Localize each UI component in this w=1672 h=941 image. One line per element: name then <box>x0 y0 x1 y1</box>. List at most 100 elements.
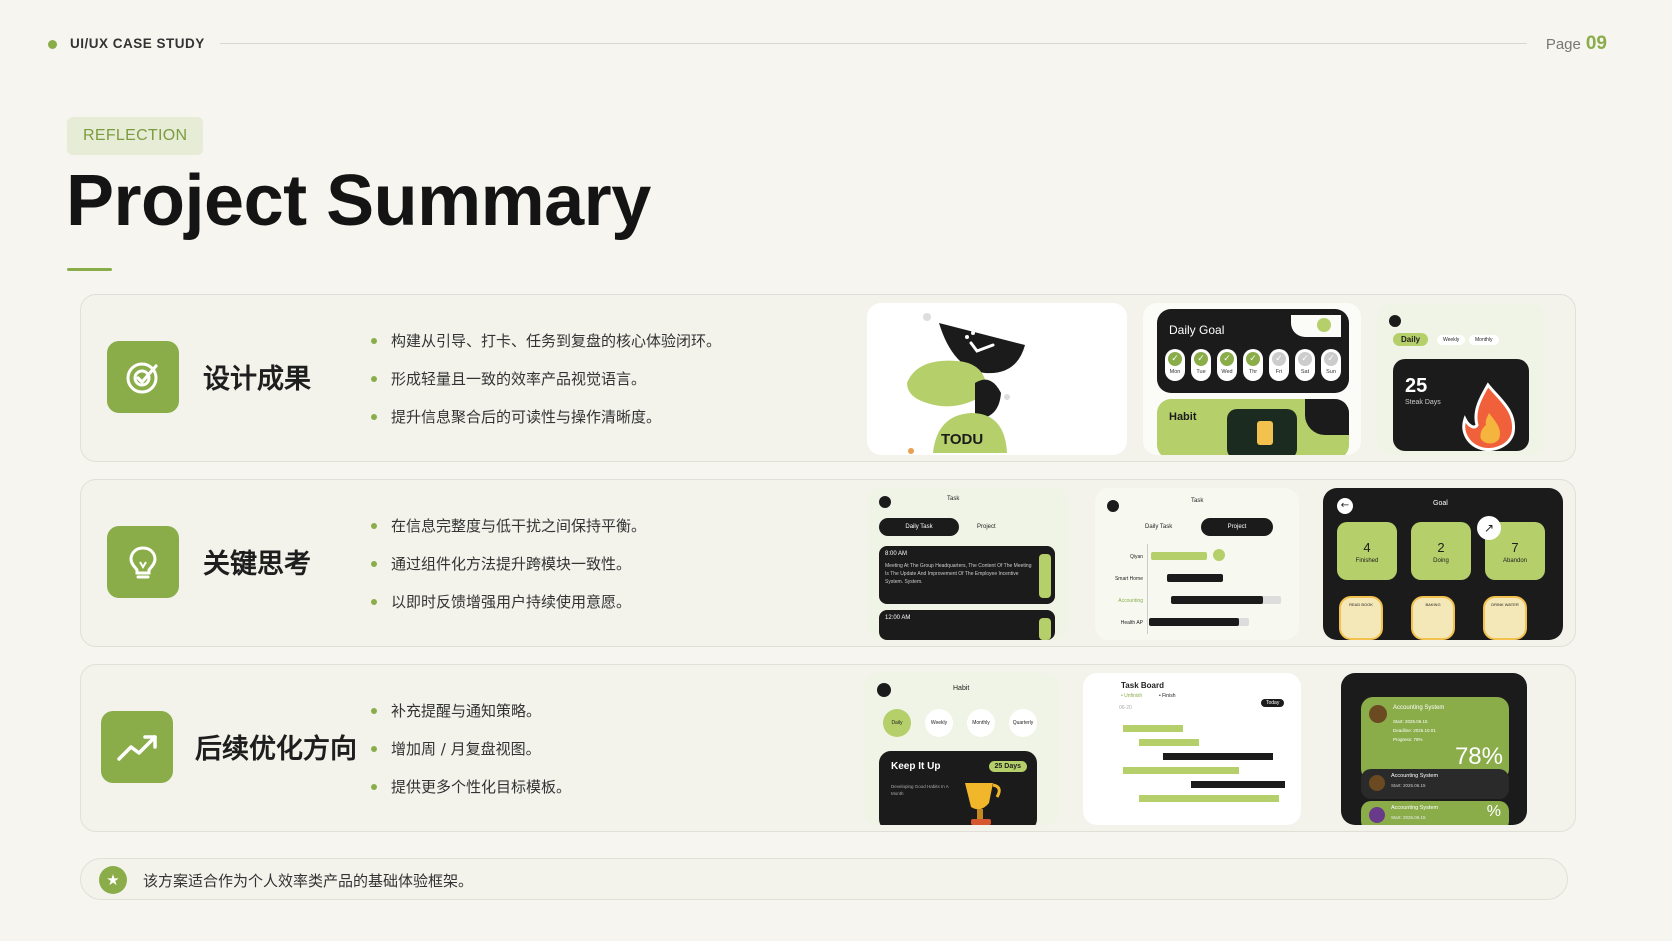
gantt-bar <box>1171 596 1263 604</box>
tab-monthly[interactable]: Monthly <box>1469 335 1499 345</box>
stat-value: 7 <box>1511 540 1519 555</box>
day-label: Sat <box>1300 369 1310 375</box>
card-title: 设计成果 <box>203 364 311 395</box>
stat-label: Doing <box>1433 558 1449 564</box>
circle-icon: ✓ <box>1272 352 1286 366</box>
habit-tab[interactable]: Monthly <box>967 709 995 737</box>
avatar <box>1369 807 1385 823</box>
day-item[interactable]: ✓Fri <box>1269 349 1289 381</box>
tab-project[interactable]: Project <box>1201 518 1273 536</box>
circle-icon: ✓ <box>1298 352 1312 366</box>
card-title: 后续优化方向 <box>195 734 357 765</box>
check-icon: ✓ <box>1246 352 1260 366</box>
project-progress: Progress: 78% <box>1393 737 1423 742</box>
footer-text: 该方案适合作为个人效率类产品的基础体验框架。 <box>143 872 474 890</box>
star-icon: ★ <box>99 866 127 894</box>
row-label: Health AP <box>1120 620 1143 626</box>
streak-value: 25 <box>1405 375 1428 397</box>
task-text: Meeting At The Group Headquarters, The C… <box>885 563 1032 585</box>
day-item[interactable]: ✓Mon <box>1165 349 1185 381</box>
task-title: Task <box>947 496 960 502</box>
project-card: Accounting System Start: 2025.06.15 % <box>1361 801 1509 825</box>
gantt-bar <box>1151 552 1207 560</box>
check-icon <box>1213 549 1225 561</box>
streak-card: 25 Steak Days <box>1393 359 1529 451</box>
section-tag: REFLECTION <box>67 117 204 155</box>
avatar <box>1369 775 1385 791</box>
board-bar <box>1163 753 1273 760</box>
project-name: Accounting System <box>1391 805 1439 811</box>
badge-item[interactable]: BAKING <box>1411 596 1455 640</box>
bullet-list: 构建从引导、打卡、任务到复盘的核心体验闭环。 形成轻量且一致的效率产品视觉语言。… <box>371 331 721 445</box>
back-icon[interactable] <box>1107 500 1119 512</box>
bullet-list: 补充提醒与通知策略。 增加周 / 月复盘视图。 提供更多个性化目标模板。 <box>371 701 571 815</box>
back-icon[interactable] <box>1389 315 1401 327</box>
task-time: 12:00 AM <box>885 615 911 621</box>
tab-daily-task[interactable]: Daily Task <box>1145 524 1173 530</box>
tab-daily[interactable]: Daily <box>1393 333 1429 346</box>
back-icon[interactable] <box>879 496 891 508</box>
keep-sub: Developing Good Habits In A Month <box>891 784 949 796</box>
legend-unfinish: • Unfinish <box>1121 693 1143 699</box>
day-label: Sun <box>1326 369 1336 375</box>
stat-label: Abandon <box>1502 558 1528 564</box>
trophy-icon <box>965 783 1001 825</box>
badge-item[interactable]: DRINK WATER <box>1483 596 1527 640</box>
project-rows: Qiyan Smart Home Accounting Health AP <box>1105 546 1143 634</box>
page-title: Project Summary <box>66 161 651 241</box>
project-card: Accounting System Start: 2025.06.15 <box>1361 769 1509 799</box>
card-next-steps: 后续优化方向 补充提醒与通知策略。 增加周 / 月复盘视图。 提供更多个性化目标… <box>80 664 1576 832</box>
back-icon[interactable] <box>877 683 891 697</box>
card-key-thinking: 关键思考 在信息完整度与低干扰之间保持平衡。 通过组件化方法提升跨模块一致性。 … <box>80 479 1576 647</box>
day-label: Thr <box>1248 369 1258 375</box>
keep-card: Keep It Up 25 Days Developing Good Habit… <box>879 751 1037 825</box>
lightbulb-icon <box>107 526 179 598</box>
day-item[interactable]: ✓ Thr <box>1243 349 1263 381</box>
today-button[interactable]: Today <box>1261 699 1285 707</box>
habit-label: Habit <box>1169 411 1197 423</box>
app-logo-text: TODU <box>941 431 984 448</box>
stat-label: Finished <box>1355 558 1379 564</box>
habit-tab[interactable]: Weekly <box>925 709 953 737</box>
stat-value: 4 <box>1363 540 1371 555</box>
project-start: Start: 2025.06.15 <box>1391 815 1426 820</box>
list-item: 提升信息聚合后的可读性与操作清晰度。 <box>371 407 721 445</box>
screenshot-streak: Daily Weekly Monthly 25 Steak Days <box>1377 303 1545 455</box>
habit-tab[interactable]: Quarterly <box>1009 709 1037 737</box>
tab-daily-task[interactable]: Daily Task <box>879 518 959 536</box>
circle-icon: ✓ <box>1324 352 1338 366</box>
daily-goal-title: Daily Goal <box>1169 323 1225 337</box>
task-check[interactable] <box>1039 554 1051 598</box>
day-item[interactable]: ✓ Sun <box>1321 349 1341 381</box>
day-item[interactable]: ✓Wed <box>1217 349 1237 381</box>
list-item: 增加周 / 月复盘视图。 <box>371 739 571 777</box>
list-item: 以即时反馈增强用户持续使用意愿。 <box>371 592 646 630</box>
habit-tab[interactable]: Daily <box>883 709 911 737</box>
trend-up-icon <box>101 711 173 783</box>
badge-item[interactable]: READ BOOK <box>1339 596 1383 640</box>
day-label: Mon <box>1169 369 1181 375</box>
badge-label: BAKING <box>1425 602 1441 607</box>
board-bar <box>1123 767 1239 774</box>
legend-finish: • Finish <box>1159 693 1176 699</box>
tab-project[interactable]: Project <box>977 524 996 530</box>
arrow-up-right-icon[interactable]: ↗ <box>1477 516 1501 540</box>
screenshot-accounting: Accounting System Start: 2025.06.15 Dead… <box>1341 673 1527 825</box>
day-item[interactable]: ✓Tue <box>1191 349 1211 381</box>
flame-icon <box>1462 382 1516 451</box>
title-underline <box>67 268 112 271</box>
weekday-row: ✓Mon✓Tue✓Wed✓Thr✓Fri✓Sat✓Sun <box>1165 349 1341 381</box>
gantt-bar <box>1149 618 1239 626</box>
card-title: 关键思考 <box>203 549 311 580</box>
day-item[interactable]: ✓ Sat <box>1295 349 1315 381</box>
day-label: Wed <box>1221 369 1233 375</box>
tab-weekly[interactable]: Weekly <box>1437 335 1466 345</box>
list-item: 通过组件化方法提升跨模块一致性。 <box>371 554 646 592</box>
back-icon[interactable]: ← <box>1337 498 1353 514</box>
gantt-bar <box>1167 574 1223 582</box>
card-design-results: 设计成果 构建从引导、打卡、任务到复盘的核心体验闭环。 形成轻量且一致的效率产品… <box>80 294 1576 462</box>
row-label: Qiyan <box>1129 554 1143 560</box>
